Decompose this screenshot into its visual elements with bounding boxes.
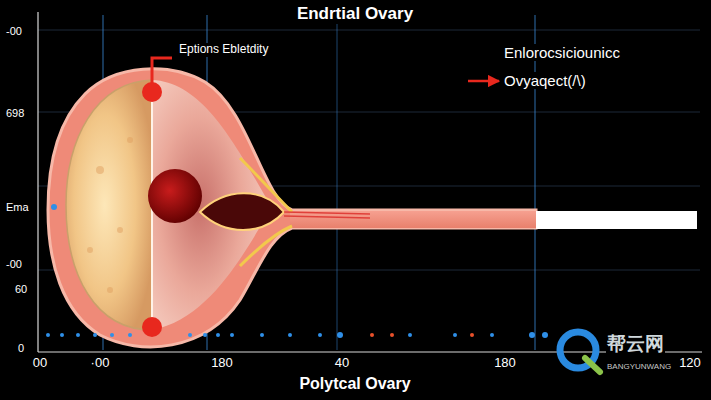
axis-tick: ·00: [90, 356, 111, 371]
dot: [490, 333, 494, 337]
side-label: Ovyaqect(/\): [503, 72, 587, 89]
dot-row: [46, 204, 548, 338]
watermark: 帮云网: [606, 333, 665, 355]
watermark: BANGYUNWANG: [606, 362, 672, 371]
vessel: [284, 216, 370, 218]
yellow-band: [240, 226, 292, 266]
axis-tick: 120: [678, 356, 702, 371]
vessel: [284, 212, 370, 214]
dot: [288, 333, 292, 337]
follicle: [66, 80, 152, 330]
marker-dot: [142, 82, 162, 102]
dot: [529, 332, 535, 338]
axis-tick: 180: [493, 356, 517, 371]
chart-title: Endrtial Ovary: [296, 4, 414, 24]
axis-tick: -00: [5, 25, 23, 38]
dot: [46, 333, 50, 337]
speckle: [127, 137, 133, 143]
y-axis: [37, 12, 38, 352]
dot: [51, 204, 57, 210]
dot: [203, 333, 207, 337]
watermark-logo: [560, 332, 600, 372]
dot: [408, 333, 412, 337]
dot: [76, 333, 80, 337]
dot: [470, 333, 474, 337]
logo-tail: [585, 358, 600, 372]
dot: [337, 332, 343, 338]
dot: [230, 333, 234, 337]
dot: [390, 333, 394, 337]
dot: [453, 333, 457, 337]
axis-tick: 0: [17, 342, 25, 355]
side-label: Enlorocsiciounicc: [503, 44, 621, 61]
grid-line: [337, 15, 338, 350]
cavity: [200, 193, 284, 230]
dot: [260, 333, 264, 337]
pointer-arrow: [468, 80, 499, 83]
dot: [93, 333, 97, 337]
axis-tick: Ema: [5, 201, 30, 214]
axis-title: Polytcal Ovary: [298, 375, 411, 393]
x-axis: [38, 351, 702, 352]
marker-dot: [142, 317, 162, 337]
ovary: [48, 58, 697, 347]
ovary-outline: [48, 69, 536, 347]
white-bar: [536, 211, 697, 229]
speckle: [96, 166, 104, 174]
dot: [370, 333, 374, 337]
callout-label: Eptions Ebletdity: [178, 43, 269, 57]
grid-line: [535, 15, 536, 350]
grid: [38, 12, 702, 352]
axis-tick: 00: [32, 356, 48, 371]
axis-tick: 60: [14, 283, 28, 296]
oocyte: [148, 169, 202, 223]
grid-line: [38, 30, 700, 31]
dot: [110, 333, 114, 337]
dot: [542, 332, 548, 338]
dot: [318, 333, 322, 337]
dot: [188, 333, 192, 337]
axis-tick: -00: [5, 258, 23, 271]
speckle: [87, 247, 93, 253]
dot: [128, 333, 132, 337]
speckle: [107, 287, 113, 293]
speckle: [117, 227, 123, 233]
dot: [216, 333, 220, 337]
axis-tick: 180: [210, 356, 234, 371]
leader-line: [152, 58, 172, 84]
axis-tick: 698: [5, 107, 25, 120]
dot: [60, 333, 64, 337]
axis-tick: 40: [334, 356, 350, 371]
